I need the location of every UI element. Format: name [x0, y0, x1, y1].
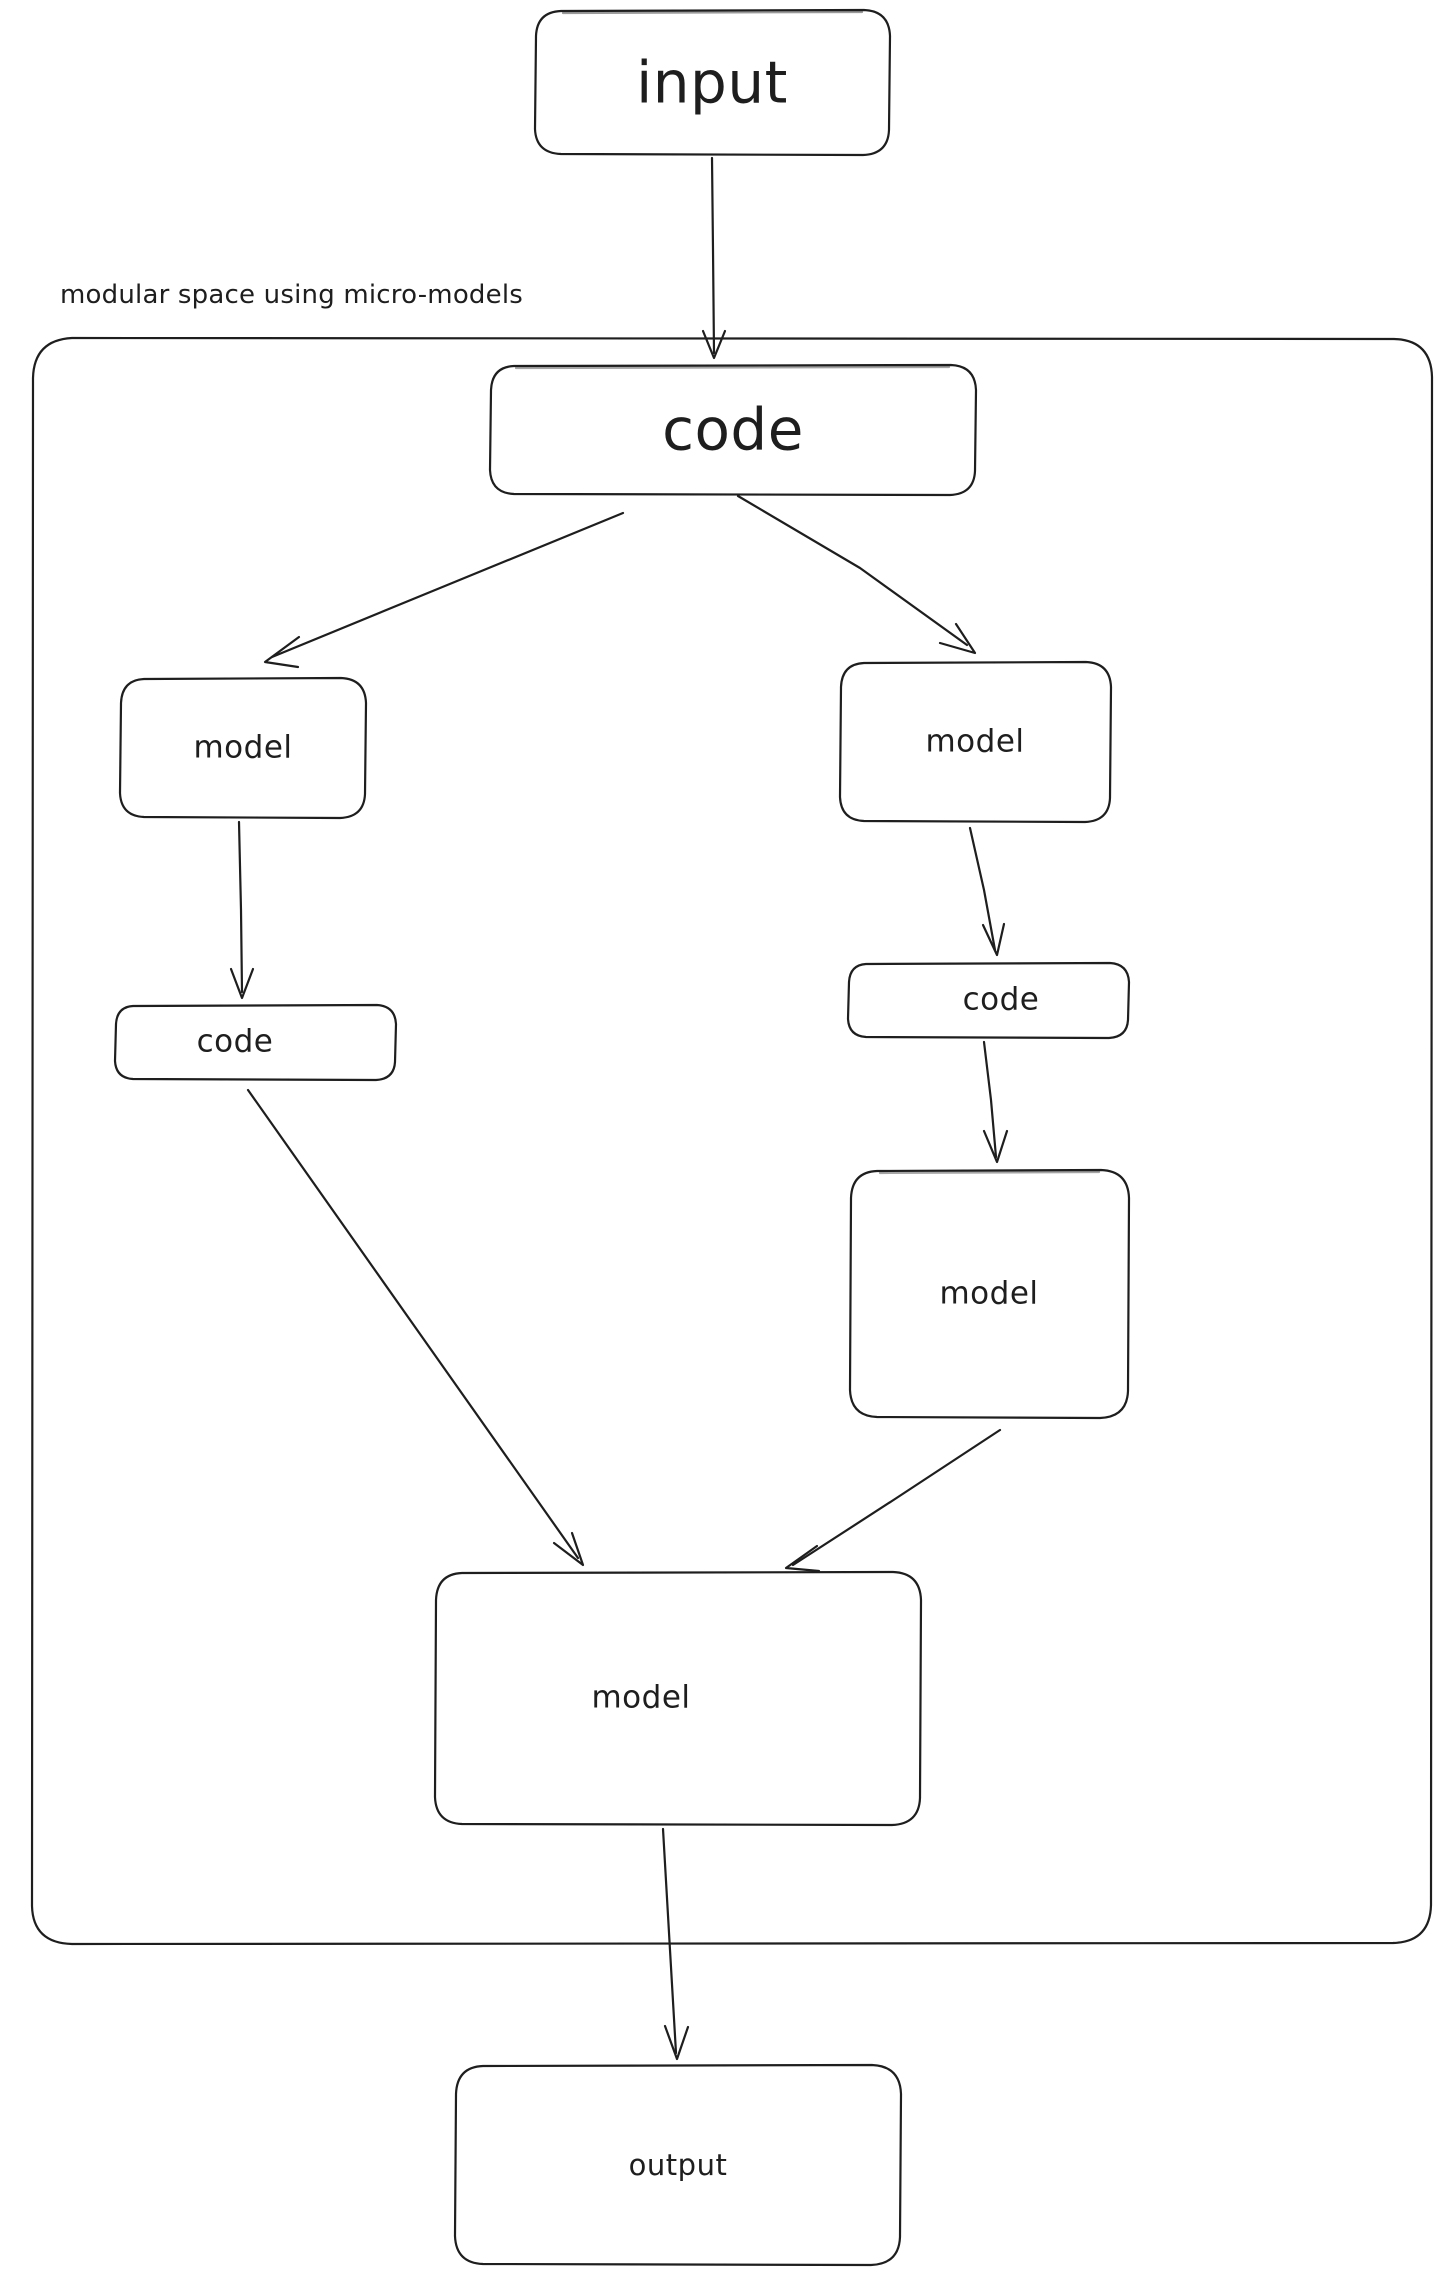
edge-model-left-code-left	[229, 820, 255, 1000]
edge-model-final-output	[661, 1827, 690, 2061]
node-shape-code-left	[113, 1003, 398, 1082]
node-shape-model-right	[838, 660, 1113, 824]
node-output[interactable]	[455, 2065, 901, 2265]
node-model-third[interactable]	[850, 1170, 1129, 1418]
node-model-right[interactable]	[840, 662, 1111, 822]
node-code-main[interactable]	[490, 365, 976, 495]
node-shape-model-final	[433, 1570, 923, 1827]
edge-code-model-left	[263, 511, 625, 669]
node-code-left[interactable]	[115, 1005, 396, 1080]
edge-model-third-final	[784, 1428, 1002, 1573]
node-shape-input	[533, 8, 892, 157]
node-model-left[interactable]	[120, 678, 366, 818]
group-container-modular-space	[30, 336, 1434, 1946]
node-shape-output	[453, 2063, 903, 2267]
edge-input-code	[701, 156, 727, 360]
node-shape-model-third	[848, 1168, 1131, 1420]
edge-code-right-model-third	[982, 1040, 1009, 1164]
node-model-final[interactable]	[435, 1572, 921, 1825]
node-input[interactable]	[535, 10, 890, 155]
edge-code-model-right	[736, 494, 977, 655]
node-shape-model-left	[118, 676, 368, 820]
node-shape-code-main	[488, 363, 978, 497]
edge-model-right-code-right	[968, 826, 1006, 957]
edge-code-left-model-final	[246, 1088, 585, 1567]
node-code-right[interactable]	[848, 963, 1129, 1038]
node-shape-code-right	[846, 961, 1131, 1040]
